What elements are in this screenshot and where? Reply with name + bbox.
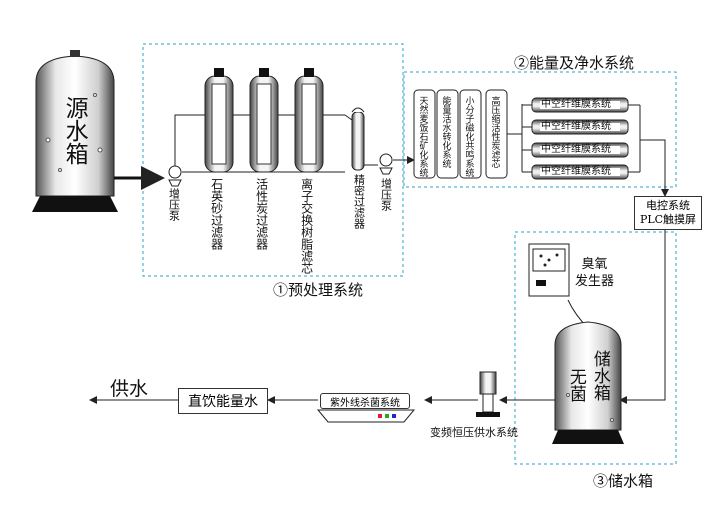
carbon-filter-label: 活性炭过滤器 <box>254 178 269 250</box>
ion-filter-label: 离子交换树脂滤芯 <box>299 178 314 274</box>
control-box: 电控系统 PLC触摸屏 <box>634 196 702 230</box>
precision-filter-label: 精密过滤器 <box>352 174 366 229</box>
pump1-label: 增压泵 <box>167 188 181 221</box>
membrane-tubes <box>531 97 629 180</box>
pump2-icon <box>379 153 393 175</box>
storage-tank-label-a: 储水箱 <box>589 350 610 401</box>
storage-tank-label-b: 无菌 <box>565 368 586 402</box>
vf-pump-icon <box>476 371 500 417</box>
uv-system-label: 紫外线杀菌系统 <box>330 397 400 409</box>
membrane-label-3: 中空纤维膜系统 <box>541 144 611 155</box>
ozone-line1: 臭氧 <box>581 257 608 272</box>
carbon-column <box>249 68 279 173</box>
quartz-column <box>204 68 234 173</box>
storage-section <box>514 231 677 465</box>
energy-modules <box>413 89 508 179</box>
direct-drink-box: 直饮能量水 <box>178 388 268 414</box>
pump2-label: 增压泵 <box>379 178 393 211</box>
mineral-filter-label: 天然麦饭石矿化系统 <box>417 96 428 177</box>
ion-column <box>294 68 324 173</box>
membrane-label-1: 中空纤维膜系统 <box>541 99 611 110</box>
precision-filter-icon <box>344 107 365 171</box>
ozone-generator-icon <box>528 243 589 329</box>
vf-pump-label: 变频恒压供水系统 <box>430 426 518 439</box>
control-line2: PLC触摸屏 <box>639 213 697 226</box>
ozone-line2: 发生器 <box>575 274 615 289</box>
storage-tank <box>552 321 624 444</box>
energy-activation-label: 能量活水转化系统 <box>440 96 451 168</box>
uv-unit-icon <box>316 409 416 423</box>
membrane-label-4: 中空纤维膜系统 <box>541 166 611 177</box>
quartz-filter-label: 石英砂过滤器 <box>209 178 224 250</box>
membrane-label-2: 中空纤维膜系统 <box>541 121 611 132</box>
storage-label: ③储水箱 <box>593 472 654 490</box>
pretreat-label: ①预处理系统 <box>273 281 364 299</box>
energy-label: ②能量及净水系统 <box>514 54 635 72</box>
small-molecule-label: 小分子磁化共鸣系统 <box>463 96 474 177</box>
pump1-icon <box>168 165 182 187</box>
supply-label: 供水 <box>110 378 149 400</box>
hp-carbon-label: 高压缩活性炭滤芯 <box>489 96 500 168</box>
source-tank <box>32 50 118 212</box>
ozone-label: 臭氧 发生器 <box>575 256 614 290</box>
control-line1: 电控系统 <box>646 199 690 212</box>
uv-system-box: 紫外线杀菌系统 <box>320 393 410 409</box>
energy-section <box>403 71 677 188</box>
source-tank-label: 源水箱 <box>61 96 88 165</box>
direct-drink-label: 直饮能量水 <box>188 394 258 410</box>
